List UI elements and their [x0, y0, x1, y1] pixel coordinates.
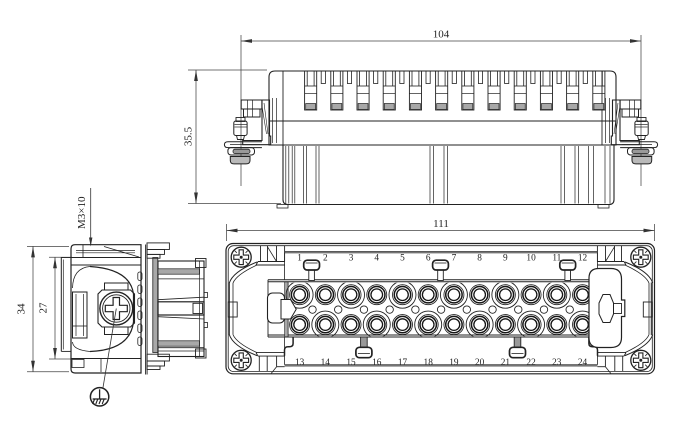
svg-text:18: 18 [424, 358, 434, 368]
svg-text:10: 10 [526, 253, 536, 263]
svg-text:5: 5 [400, 253, 405, 263]
svg-text:13: 13 [295, 358, 305, 368]
svg-text:22: 22 [526, 358, 536, 368]
svg-text:15: 15 [346, 358, 356, 368]
svg-text:19: 19 [449, 358, 459, 368]
svg-text:2: 2 [323, 253, 328, 263]
svg-text:21: 21 [501, 358, 511, 368]
svg-text:11: 11 [552, 253, 561, 263]
svg-text:6: 6 [426, 253, 431, 263]
svg-text:9: 9 [503, 253, 508, 263]
svg-text:3: 3 [349, 253, 354, 263]
svg-text:35.5: 35.5 [183, 126, 195, 146]
svg-text:23: 23 [552, 358, 562, 368]
svg-text:111: 111 [433, 218, 449, 230]
svg-text:27: 27 [38, 302, 50, 314]
svg-text:4: 4 [374, 253, 379, 263]
svg-text:1: 1 [297, 253, 302, 263]
svg-text:12: 12 [578, 253, 588, 263]
svg-text:7: 7 [452, 253, 457, 263]
svg-text:34: 34 [16, 303, 28, 315]
svg-text:M3×10: M3×10 [76, 196, 88, 229]
svg-text:104: 104 [433, 29, 450, 41]
svg-text:16: 16 [372, 358, 382, 368]
svg-text:24: 24 [578, 358, 588, 368]
svg-text:20: 20 [475, 358, 485, 368]
svg-text:14: 14 [321, 358, 331, 368]
svg-text:8: 8 [477, 253, 482, 263]
svg-text:17: 17 [398, 358, 408, 368]
